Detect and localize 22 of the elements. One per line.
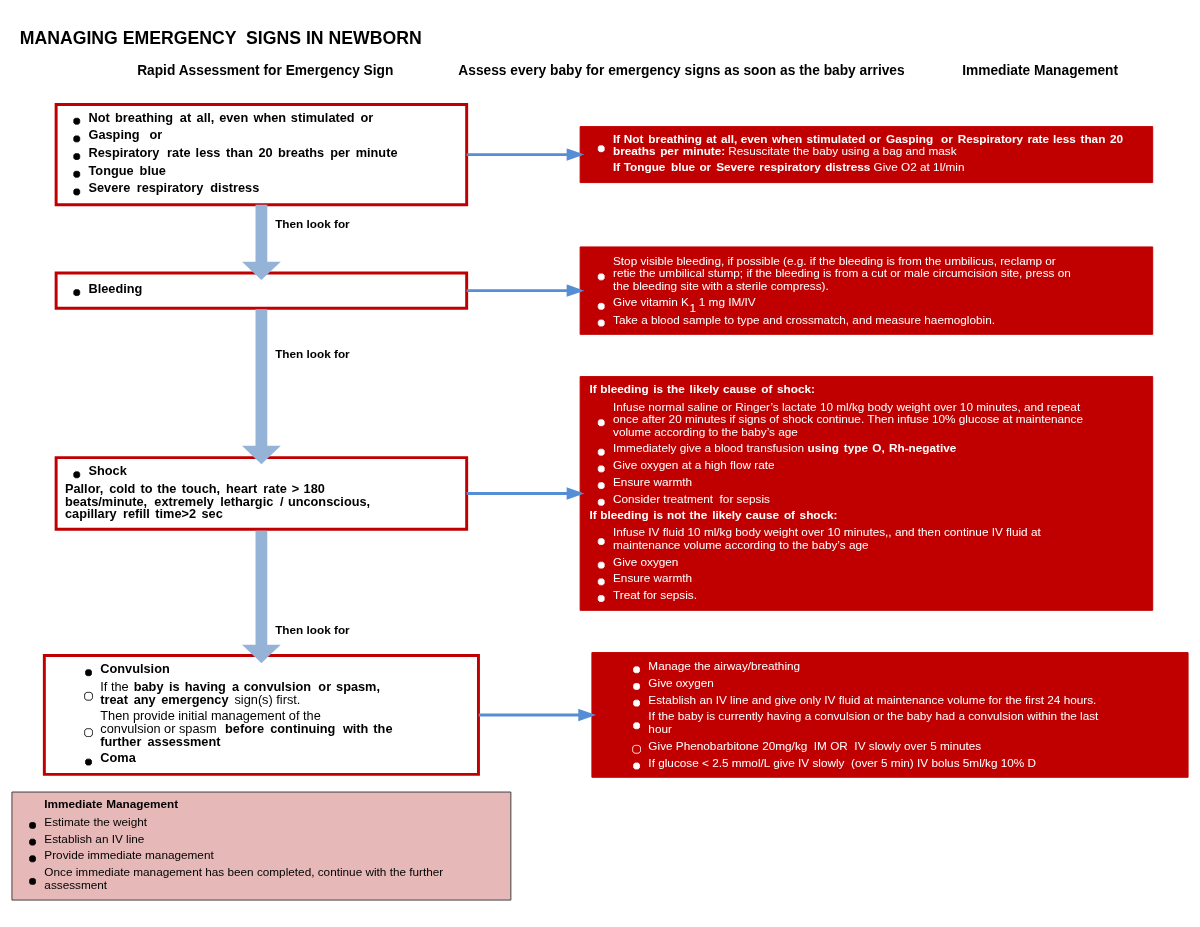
- diagram-title: MANAGING EMERGENCY SIGNS IN NEWBORN: [19, 28, 422, 49]
- label: Assess every baby for emergency signs as soon as the baby arrives: [458, 62, 905, 78]
- arrow: [242, 530, 281, 664]
- arrow: [242, 309, 281, 465]
- label: Rapid Assessment for Emergency Sign: [137, 62, 394, 78]
- edge-label: Then look for: [275, 347, 350, 361]
- arrow: [466, 148, 585, 161]
- arrow: [478, 708, 597, 722]
- edge-label: Then look for: [275, 623, 350, 636]
- label: Immediate Management: [962, 62, 1119, 78]
- node-box: Shock Pallor, cold to the touch, heart rate > 180 beats/minute, extremely lethargic / unconscious, capillary refill time>2 sec: [54, 456, 469, 531]
- node-box: Immediate Management Estimate the weight Establish an IV line Provide immediate management Once immediate management has been completed, continue with the further assessment: [11, 791, 512, 901]
- arrow: [466, 487, 585, 500]
- arrow: [466, 284, 585, 297]
- node-box: If Not breathing at all, even when stimulated or Gasping or Respiratory rate less than 20 breaths per minute: Resuscitate the baby using a bag and mask If Tongue blue or Severe respiratory distress Give O2 at 1l/min: [579, 126, 1154, 184]
- node-box: Not breathing at all, even when stimulated or Gasping or Respiratory rate less than 20 breaths per minute Tongue blue Severe respiratory distress: [54, 103, 469, 207]
- node-box: Manage the airway/breathing Give oxygen Establish an IV line and give only IV fluid at maintenance volume for the first 24 hours. If the baby is currently having a convulsion or the baby had a convulsion within the last hour Give Phenobarbitone 20mg/kg IM OR IV slowly over 5 minutes If glucose < 2.5 mmol/L give IV slowly (over 5 min) IV bolus 5ml/kg 10% D: [591, 652, 1189, 778]
- edge-label: Then look for: [275, 217, 350, 231]
- node-box: Bleeding: [54, 271, 469, 310]
- arrow: [242, 204, 281, 281]
- node-box: If bleeding is the likely cause of shock: Infuse normal saline or Ringer’s lactate 10 ml/kg body weight over 10 minutes, and repeat once after 20 minutes if signs of shock continue. Then infuse 10% glucose at maintenance volume according to the baby’s age Immediately give a blood transfusion using type O, Rh-negative Give oxygen at a high flow rate Ensure warmth Consider treatment for sepsis If bleeding is not the likely cause of shock: Infuse IV fluid 10 ml/kg body weight over 10 minutes,, and then continue IV fluid at maintenance volume according to the baby’s age Give oxygen Ensure warmth Treat for sepsis.: [579, 376, 1154, 611]
- node-box: Convulsion If the baby is having a convulsion or spasm, treat any emergency sign(s) first. Then provide initial management of the convulsion or spasm before continuing with the further assessment Coma: [42, 654, 480, 776]
